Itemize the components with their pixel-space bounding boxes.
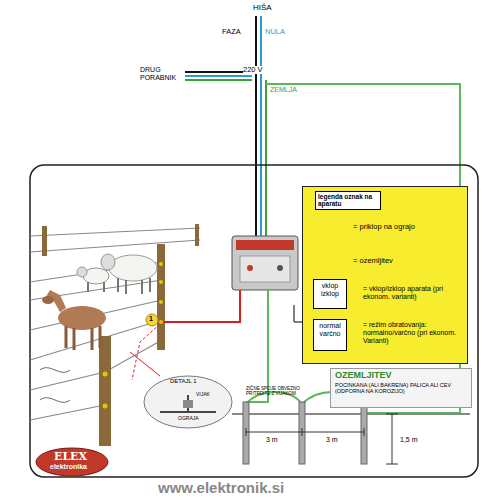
label: OGRAJA — [178, 416, 199, 422]
node-text: OZEMLJITEV — [335, 370, 469, 380]
node-text: = režim obratovanja: normalno/varčno (pr… — [363, 321, 465, 345]
label: 3 m — [266, 436, 278, 444]
label: 220 V — [243, 66, 263, 74]
node-text: = vklop/izklop aparata (pri ekonom. vari… — [363, 285, 465, 301]
logo-badge — [36, 448, 108, 476]
node-text: legenda oznak na aparatu — [315, 191, 381, 210]
label: elektronika — [50, 463, 87, 471]
detail-inset — [144, 376, 232, 428]
label: ELEX — [54, 451, 87, 463]
label: FAZA — [222, 28, 241, 36]
sheep — [77, 254, 157, 294]
label: DRUG PORABNIK — [140, 66, 184, 81]
label: ZEMLJA — [270, 86, 297, 94]
info-box: OZEMLJITEV POCINKANA (ALI BAKRENA) PALICA… — [330, 368, 472, 408]
legend-panel: legenda oznak na aparatu = priklop na ogr… — [302, 186, 468, 364]
symbol-box: normal varčno — [313, 319, 347, 351]
goat — [42, 290, 106, 350]
node-text: = ozemljitev — [353, 257, 463, 266]
node-text: POCINKANA (ALI BAKRENA) PALICA ALI CEV (… — [335, 382, 469, 395]
node-text: = priklop na ograjo — [353, 223, 463, 232]
area-frame — [30, 165, 478, 477]
label: VIJAK — [196, 392, 210, 398]
label: ZIČNE SPOJE OBVEZNO PRITRDITE Z VIJAKOM — [246, 386, 318, 396]
label: 3 m — [326, 436, 338, 444]
label: DETAJL 1 — [170, 378, 197, 385]
symbol-box: vklop izklop — [313, 279, 347, 309]
label: 1 — [149, 315, 153, 323]
fence-lead — [164, 290, 240, 322]
energizer-device — [232, 236, 298, 290]
node-text: normal varčno — [314, 320, 346, 340]
label: 1,5 m — [400, 436, 418, 444]
label: NULA — [265, 28, 285, 36]
node-text: vklop izklop — [314, 280, 346, 300]
label: HIŠA — [253, 4, 272, 13]
callout-circle — [146, 314, 158, 326]
label: www.elektronik.si — [158, 480, 284, 497]
